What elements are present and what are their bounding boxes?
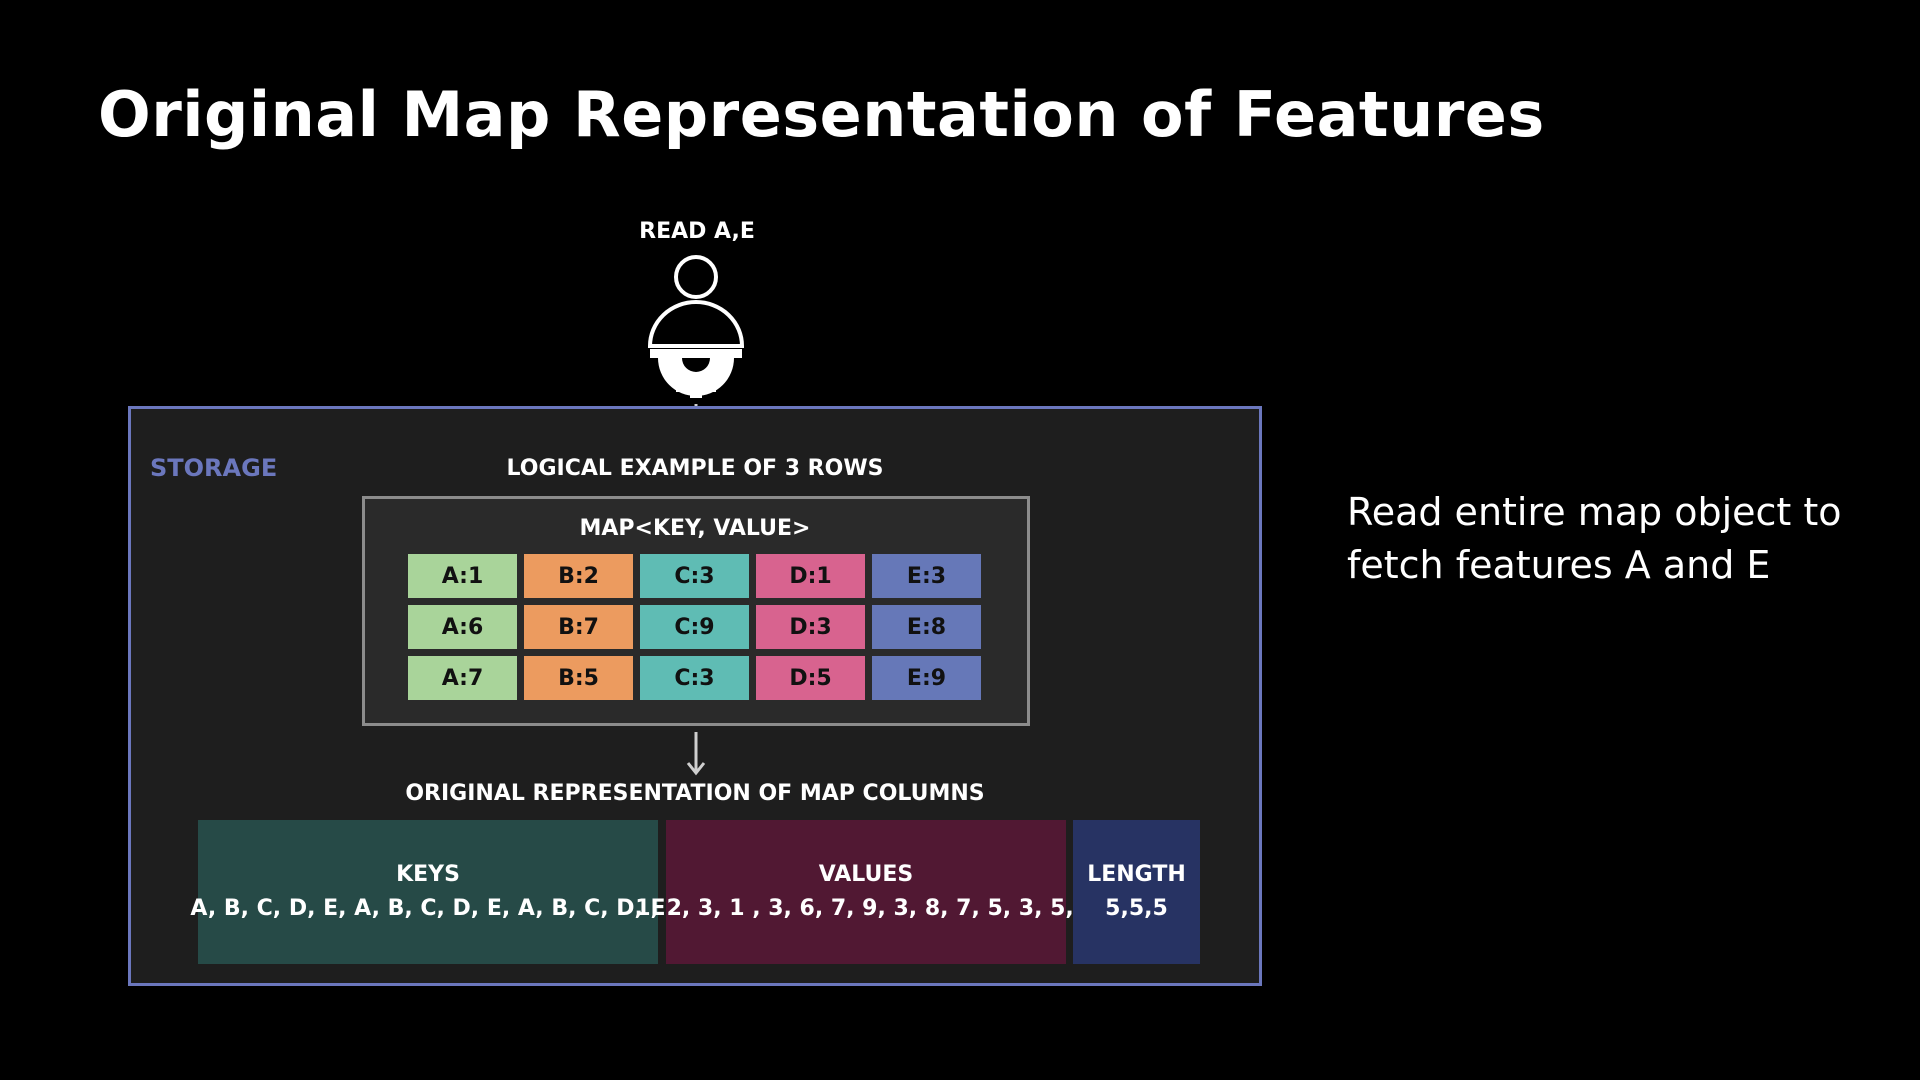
map-cell: B:5	[524, 656, 633, 700]
arrow-down-icon	[686, 732, 706, 776]
map-cell: B:2	[524, 554, 633, 598]
map-cell: E:9	[872, 656, 981, 700]
logical-example-heading: LOGICAL EXAMPLE OF 3 ROWS	[506, 456, 884, 481]
map-cell: D:3	[756, 605, 865, 649]
length-column-label: LENGTH	[1087, 862, 1186, 887]
map-cell: D:1	[756, 554, 865, 598]
map-cell: C:9	[640, 605, 749, 649]
values-column: VALUES 1, 2, 3, 1 , 3, 6, 7, 9, 3, 8, 7,…	[635, 820, 1097, 964]
map-cell: D:5	[756, 656, 865, 700]
person-gear-icon	[647, 255, 745, 398]
keys-column: KEYS A, B, C, D, E, A, B, C, D, E, A, B,…	[190, 820, 666, 964]
values-column-content: 1, 2, 3, 1 , 3, 6, 7, 9, 3, 8, 7, 5, 3, …	[635, 896, 1097, 921]
map-cell: A:7	[408, 656, 517, 700]
map-cell: B:7	[524, 605, 633, 649]
length-column-content: 5,5,5	[1105, 896, 1168, 921]
storage-label: STORAGE	[150, 454, 278, 482]
map-cell: E:3	[872, 554, 981, 598]
keys-column-label: KEYS	[396, 862, 460, 887]
map-heading: MAP<KEY, VALUE>	[579, 516, 811, 541]
side-note: Read entire map object to fetch features…	[1347, 490, 1842, 587]
map-cell: E:8	[872, 605, 981, 649]
map-grid: A:1 B:2 C:3 D:1 E:3 A:6 B:7 C:9 D:3 E:8 …	[408, 554, 981, 700]
reader-label: READ A,E	[639, 219, 755, 244]
map-cell: A:6	[408, 605, 517, 649]
map-cell: A:1	[408, 554, 517, 598]
page-title: Original Map Representation of Features	[98, 78, 1545, 151]
map-cell: C:3	[640, 656, 749, 700]
length-column: LENGTH 5,5,5	[1073, 820, 1200, 964]
original-representation-heading: ORIGINAL REPRESENTATION OF MAP COLUMNS	[405, 781, 985, 806]
values-column-label: VALUES	[818, 862, 914, 887]
map-cell: C:3	[640, 554, 749, 598]
keys-column-content: A, B, C, D, E, A, B, C, D, E, A, B, C, D…	[190, 896, 666, 921]
